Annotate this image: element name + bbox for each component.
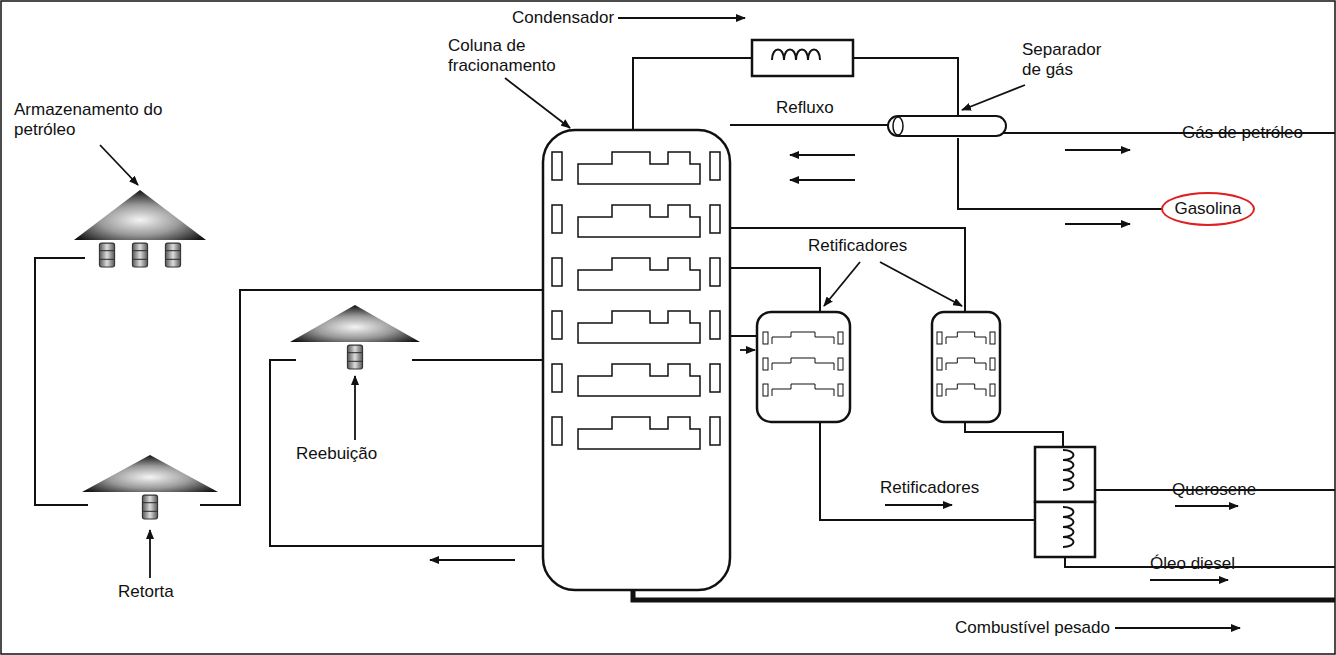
- column-trays: [552, 152, 720, 449]
- product-label: Querosene: [1172, 480, 1256, 500]
- product-label: Combustível pesado: [955, 618, 1110, 638]
- callout-label: Condensador: [512, 8, 614, 28]
- heavy-fuel-pipe: [633, 590, 1335, 600]
- callout-label: Retificadores: [808, 236, 907, 256]
- flow-label: Retificadores: [880, 478, 979, 498]
- fractionating-column: [543, 130, 730, 590]
- storage-tank: [74, 190, 206, 267]
- stripper-trays: [763, 332, 995, 396]
- gas-separator: [893, 117, 903, 135]
- gas-separator: [888, 116, 1006, 136]
- reboiler-tank: [290, 305, 420, 369]
- stripper: [757, 312, 850, 422]
- callout-label: Coluna de fracionamento: [448, 36, 578, 76]
- exchanger-coil: [1063, 507, 1074, 547]
- exchanger: [1035, 502, 1095, 557]
- retort-tank: [82, 455, 218, 519]
- product-label: Gasolina: [1174, 199, 1241, 219]
- callout-label: Reebuição: [296, 444, 377, 464]
- stripper: [932, 312, 1000, 422]
- product-label: Gás de petróleo: [1182, 123, 1303, 143]
- exchanger-coil: [1063, 450, 1074, 490]
- condenser-coil: [772, 50, 820, 61]
- condenser: [752, 40, 853, 76]
- flow-label: Refluxo: [776, 98, 834, 118]
- callout-label: Separador de gás: [1022, 40, 1122, 80]
- callout-label: Armazenamento do petróleo: [14, 100, 164, 140]
- exchanger: [1035, 447, 1095, 502]
- callout-label: Retorta: [118, 582, 174, 602]
- product-label: Óleo diesel: [1150, 554, 1235, 574]
- flow-arrows: [100, 18, 1240, 628]
- highlight-ellipse: Gasolina: [1161, 192, 1255, 226]
